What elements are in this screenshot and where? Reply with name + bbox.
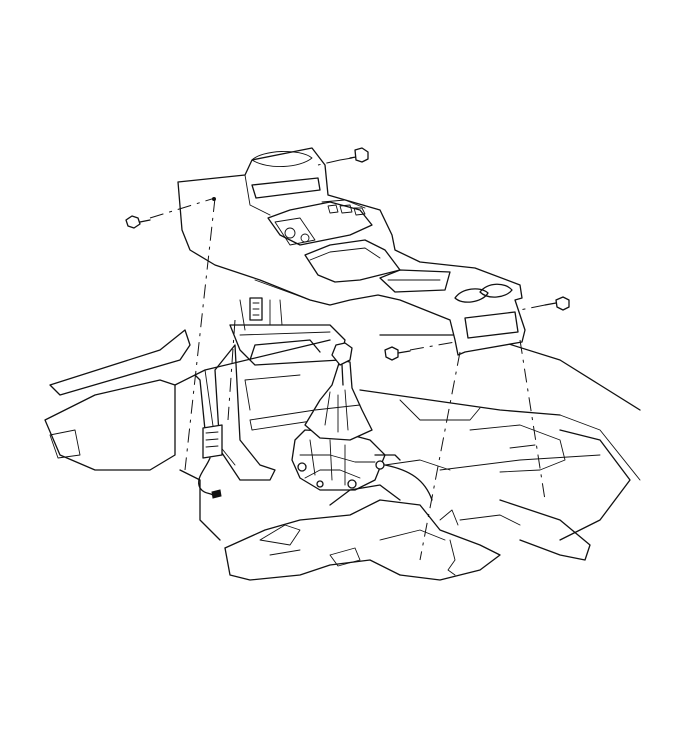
center-console	[177, 147, 526, 356]
shift-boot	[304, 359, 373, 441]
shifter-base	[291, 429, 433, 501]
vehicle-floor-pan	[44, 329, 641, 581]
wiring-harness-connector	[198, 297, 263, 499]
console-bolt	[125, 147, 570, 361]
bolt-hole-marker	[212, 197, 216, 201]
bracket-tab	[447, 539, 456, 576]
clip	[439, 509, 459, 526]
gear-shift-lever	[331, 342, 353, 386]
alignment-lines	[149, 159, 546, 561]
console-bracket	[194, 299, 346, 481]
